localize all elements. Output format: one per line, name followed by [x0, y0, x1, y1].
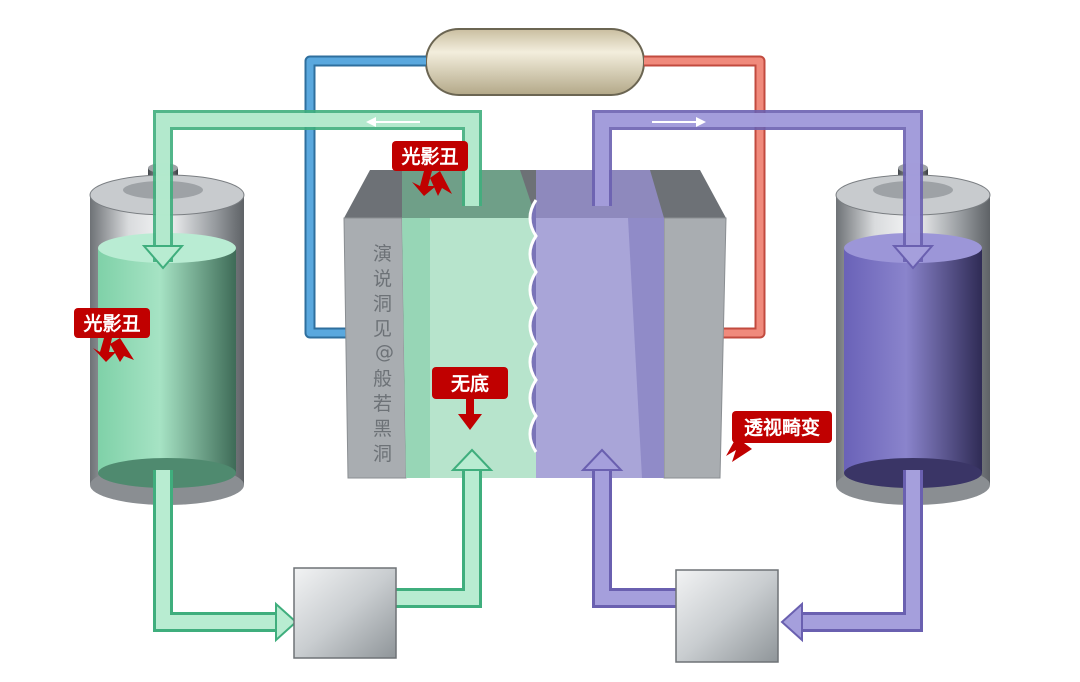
blue-pipe — [306, 57, 426, 337]
vertical-watermark: 演 说 洞 见 @ 般 若 黑 洞 — [373, 243, 394, 465]
tag-right: 透视畸变 — [726, 411, 832, 462]
arrow-icon — [726, 438, 752, 462]
green-flow-return — [396, 470, 479, 605]
arrow-icon — [891, 245, 935, 270]
pump-box-icon — [675, 569, 779, 663]
green-flow-bottom — [156, 470, 278, 629]
purple-flow-return-outline — [592, 468, 678, 608]
red-pipe — [644, 57, 764, 337]
arrow-icon — [458, 399, 482, 430]
arrow-icon — [580, 448, 624, 471]
vertical-char: 见 — [373, 318, 392, 340]
tag-center: 无底 — [432, 367, 508, 430]
vertical-char: 演 — [373, 243, 392, 265]
tag-left-label: 光影丑 — [82, 312, 140, 335]
tag-right-label: 透视畸变 — [744, 416, 820, 439]
arrow-icon — [652, 117, 706, 127]
purple-flow-return — [595, 470, 678, 605]
tag-left: 光影丑 — [74, 308, 150, 362]
vertical-char: 般 — [373, 368, 392, 390]
cell-stack — [343, 170, 727, 479]
tag-top: 光影丑 — [392, 141, 468, 196]
arrow-icon — [141, 245, 185, 270]
vertical-char: 说 — [373, 268, 392, 290]
pump-box-icon — [293, 567, 397, 659]
vertical-char: 洞 — [373, 443, 392, 465]
green-flow-return-outline — [396, 468, 482, 608]
vertical-char: @ — [375, 341, 394, 363]
arrow-icon — [366, 117, 420, 127]
arrow-icon — [275, 601, 298, 643]
tag-top-label: 光影丑 — [400, 145, 458, 168]
membrane — [528, 199, 538, 453]
purple-flow-top — [595, 113, 920, 250]
vertical-char: 黑 — [373, 418, 392, 440]
purple-flow-bottom — [800, 470, 920, 629]
arrow-icon — [450, 448, 494, 471]
vertical-char: 洞 — [373, 293, 392, 315]
tag-center-label: 无底 — [451, 372, 489, 395]
green-flow-top — [156, 113, 479, 250]
capsule-tank-icon — [425, 28, 645, 96]
vertical-char: 若 — [373, 393, 392, 415]
arrow-icon — [780, 601, 803, 643]
